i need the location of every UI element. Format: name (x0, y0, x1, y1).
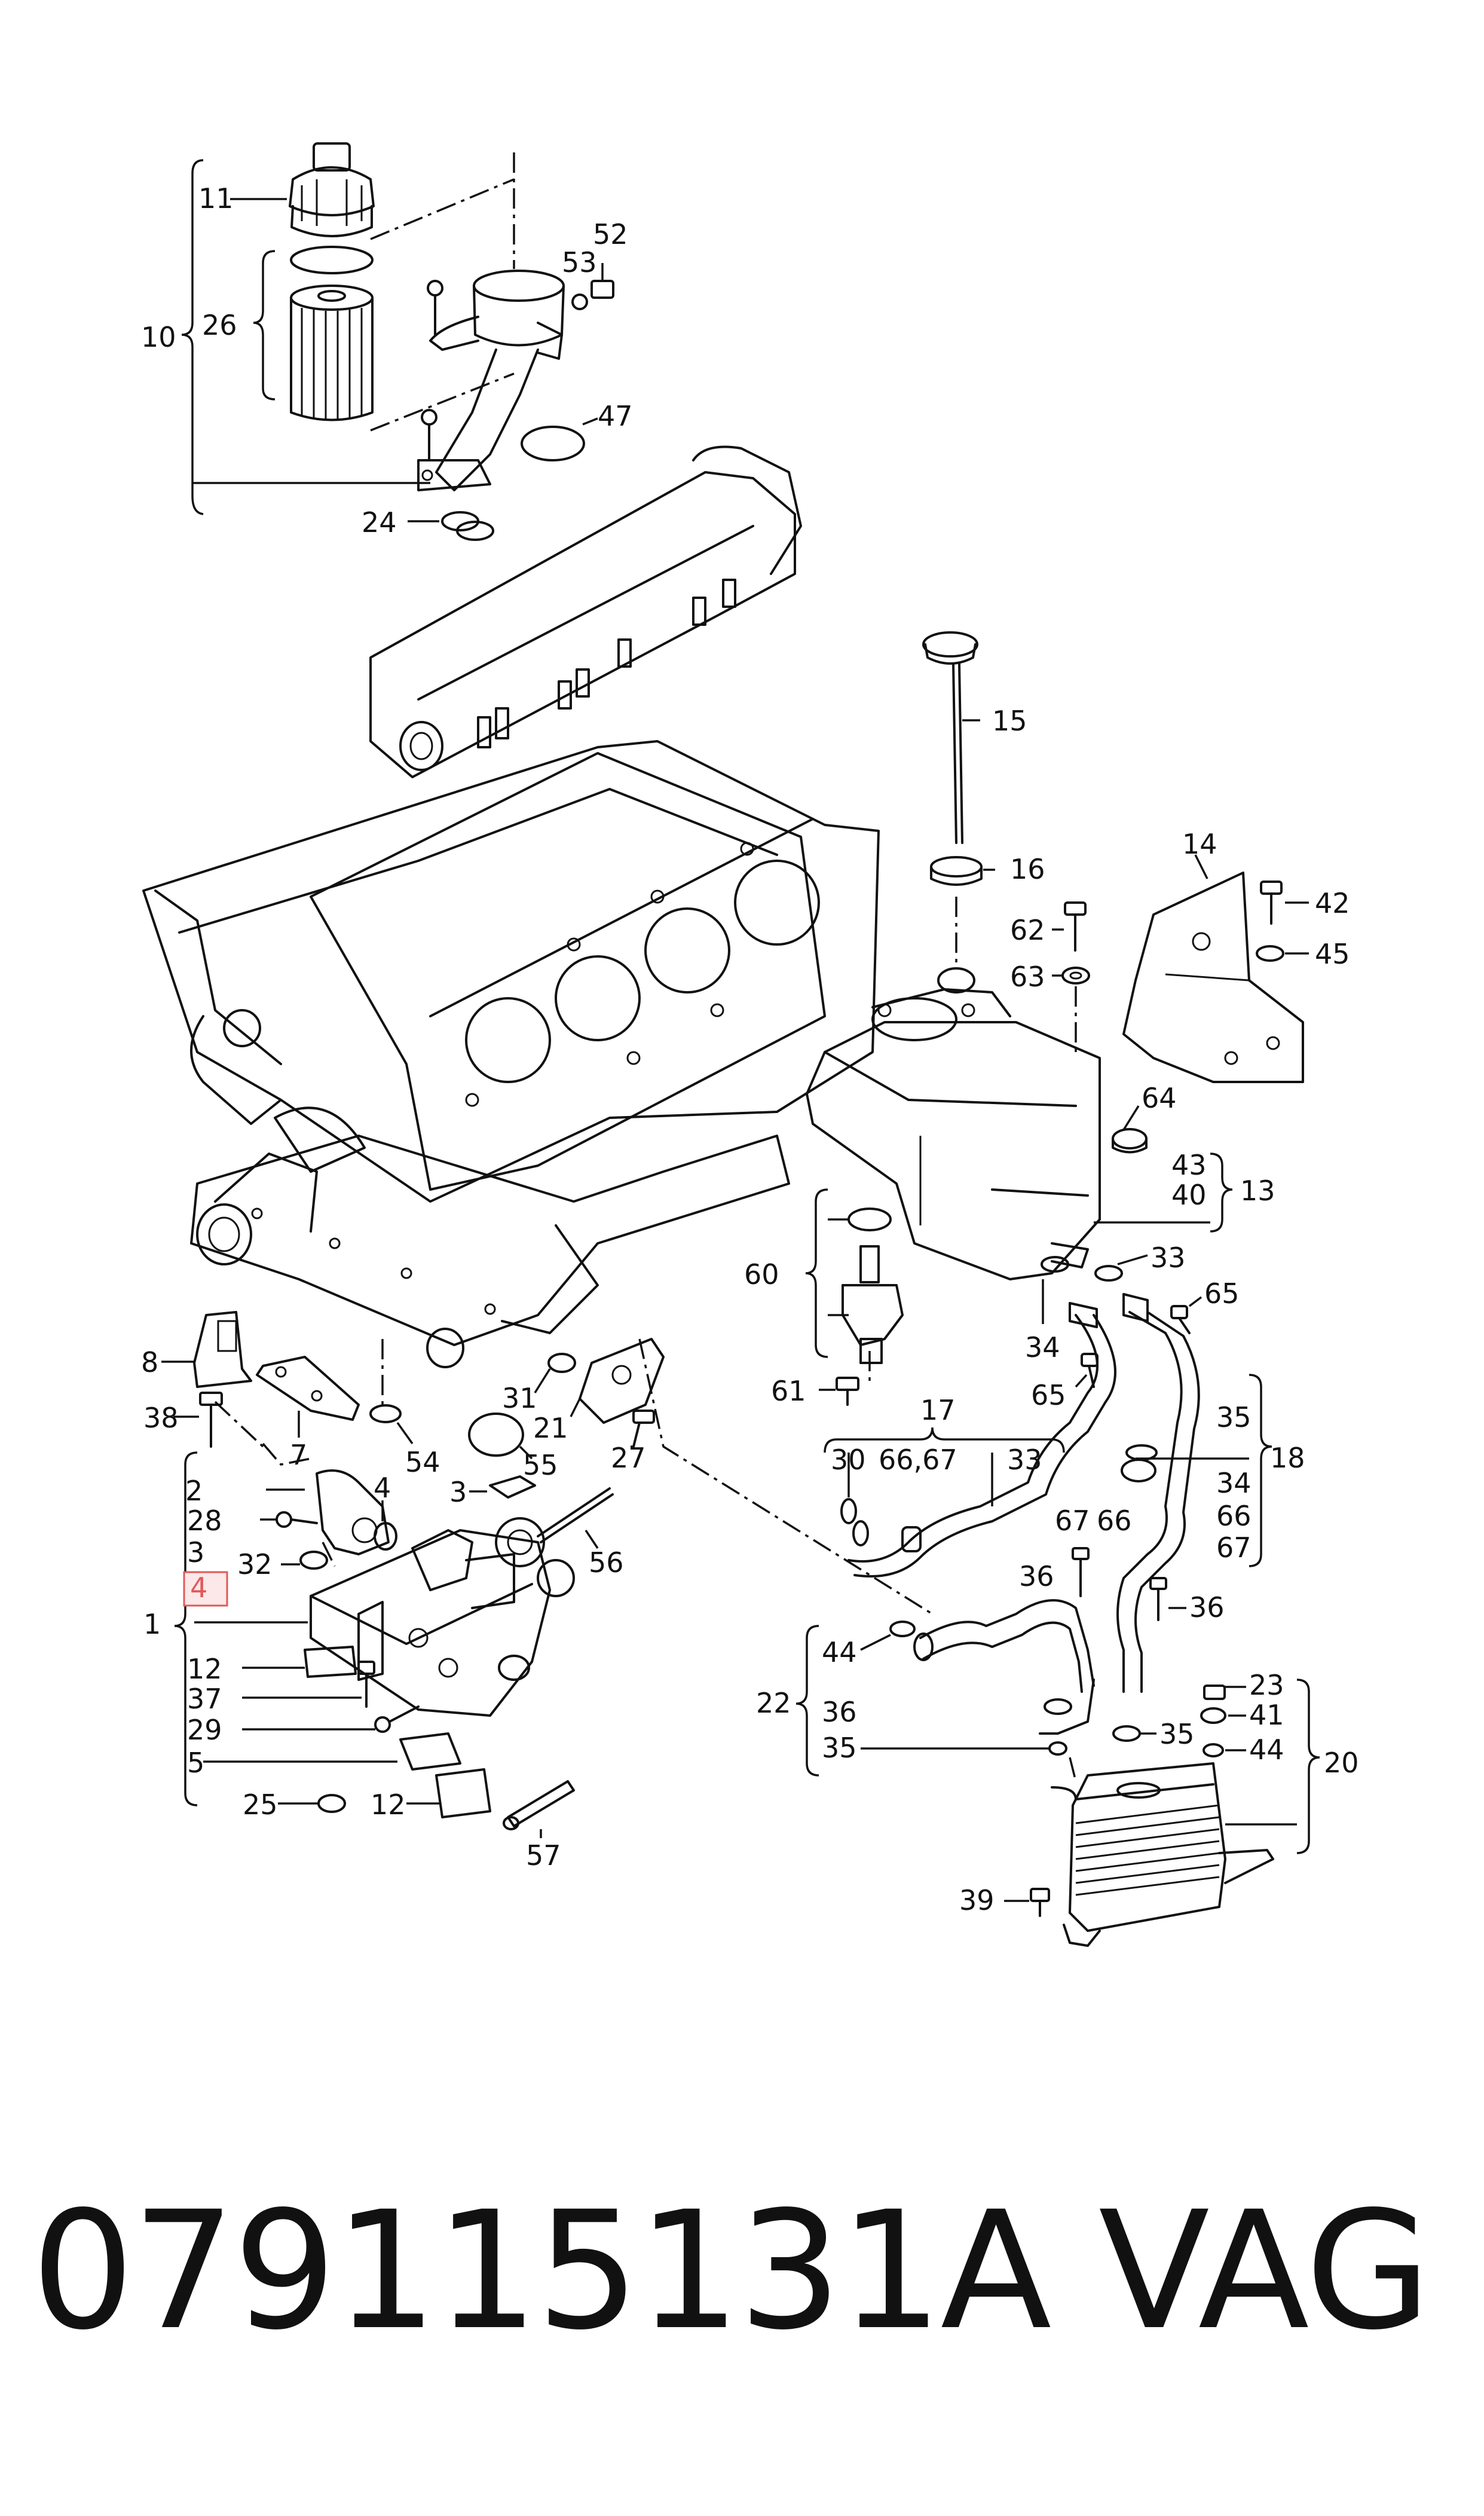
callout-35-hose: 35 (1216, 1401, 1252, 1433)
callout-7: 7 (290, 1439, 307, 1471)
callout-55: 55 (523, 1449, 558, 1481)
callout-39: 39 (959, 1884, 995, 1916)
callout-35-pipe: 35 (822, 1732, 857, 1764)
callout-31: 31 (502, 1382, 537, 1414)
dipstick-15 (922, 631, 978, 844)
footer: 079115131A VAG (0, 2176, 1484, 2361)
callout-5: 5 (187, 1747, 204, 1779)
callout-65-right: 65 (1204, 1277, 1240, 1310)
callout-23: 23 (1249, 1669, 1284, 1701)
dipstick-reservoir-group (795, 631, 1320, 1947)
callout-36-bolt-left: 36 (1019, 1560, 1054, 1592)
callout-60: 60 (744, 1258, 779, 1291)
callout-66-center: 66 (1097, 1505, 1132, 1537)
callout-44-pipe: 44 (822, 1636, 857, 1668)
filter-housing (417, 270, 565, 491)
callout-13: 13 (1240, 1175, 1275, 1207)
callout-4-highlight-box (183, 1571, 228, 1607)
callout-38: 38 (143, 1402, 179, 1434)
callout-65-left: 65 (1031, 1379, 1066, 1411)
bolt-housing-lower (421, 409, 437, 461)
oil-cooler-20 (1051, 1762, 1274, 1947)
bracket-14 (1122, 872, 1304, 1083)
callout-12-upper: 12 (187, 1653, 222, 1685)
brand-label: VAG (1099, 2177, 1431, 2366)
callout-4-highlighted: 4 (190, 1572, 207, 1604)
callout-20: 20 (1324, 1747, 1359, 1779)
part-number: 079115131A (31, 2177, 1052, 2366)
callout-30: 30 (831, 1444, 866, 1476)
oil-filter-housing-group (181, 142, 614, 541)
oil-reservoir-13 (806, 967, 1101, 1280)
callout-61: 61 (771, 1375, 806, 1407)
callout-56: 56 (589, 1546, 624, 1579)
callout-37: 37 (187, 1683, 222, 1715)
callout-24: 24 (362, 506, 397, 539)
callout-57: 57 (526, 1839, 561, 1872)
filter-element-26 (290, 285, 374, 421)
callout-36-bolt-right: 36 (1189, 1591, 1225, 1624)
callout-17: 17 (920, 1394, 956, 1426)
oil-pump-group (161, 1311, 933, 1838)
callout-11: 11 (198, 182, 234, 215)
callout-32: 32 (237, 1548, 273, 1580)
callout-66-hose: 66 (1216, 1500, 1252, 1532)
callout-54: 54 (405, 1446, 440, 1478)
filter-cap-11 (289, 142, 375, 237)
callout-labels: 11 26 10 52 53 47 24 15 16 14 42 45 62 6… (141, 182, 1359, 1916)
callout-36-group: 36 (822, 1696, 857, 1728)
callout-26: 26 (202, 309, 237, 341)
callout-12-lower: 12 (371, 1789, 406, 1821)
callout-63: 63 (1010, 961, 1045, 993)
callout-33-reservoir: 33 (1151, 1242, 1186, 1274)
callout-47: 47 (598, 400, 633, 432)
callout-4-valve: 4 (374, 1472, 391, 1504)
callout-25: 25 (243, 1789, 278, 1821)
callout-67-hose: 67 (1216, 1531, 1252, 1564)
callout-52: 52 (593, 218, 628, 250)
callout-67-center: 67 (1055, 1505, 1090, 1537)
callout-22: 22 (756, 1687, 791, 1719)
callout-64: 64 (1142, 1082, 1177, 1114)
callout-40: 40 (1171, 1179, 1207, 1211)
callout-34-upper: 34 (1025, 1331, 1060, 1364)
callout-10: 10 (141, 321, 176, 353)
callout-33-hose: 33 (1007, 1444, 1042, 1476)
callout-21: 21 (533, 1412, 568, 1444)
callout-18: 18 (1270, 1442, 1305, 1474)
oil-level-sensor-60 (842, 1207, 904, 1364)
callout-28: 28 (187, 1505, 222, 1537)
engine-block (142, 445, 880, 1368)
callout-45: 45 (1315, 938, 1350, 970)
callout-1: 1 (143, 1608, 161, 1640)
callout-41: 41 (1249, 1699, 1284, 1731)
callout-27: 27 (611, 1442, 646, 1474)
callout-34-hose: 34 (1216, 1467, 1252, 1499)
callout-8: 8 (141, 1346, 158, 1378)
callout-43: 43 (1171, 1149, 1207, 1181)
callout-62: 62 (1010, 914, 1045, 946)
callout-3-seal: 3 (449, 1476, 467, 1508)
callout-3-group: 3 (187, 1536, 204, 1569)
callout-53: 53 (562, 246, 597, 279)
callout-29: 29 (187, 1714, 222, 1746)
callout-16: 16 (1010, 853, 1045, 885)
callout-35-cooler: 35 (1159, 1718, 1195, 1750)
callout-66-67: 66,67 (879, 1444, 957, 1476)
callout-42: 42 (1315, 887, 1350, 919)
callout-44-cooler: 44 (1249, 1734, 1284, 1766)
callout-15: 15 (992, 705, 1027, 737)
callout-2: 2 (185, 1475, 203, 1507)
callout-14: 14 (1182, 828, 1217, 860)
bolt-housing-top (427, 280, 443, 336)
